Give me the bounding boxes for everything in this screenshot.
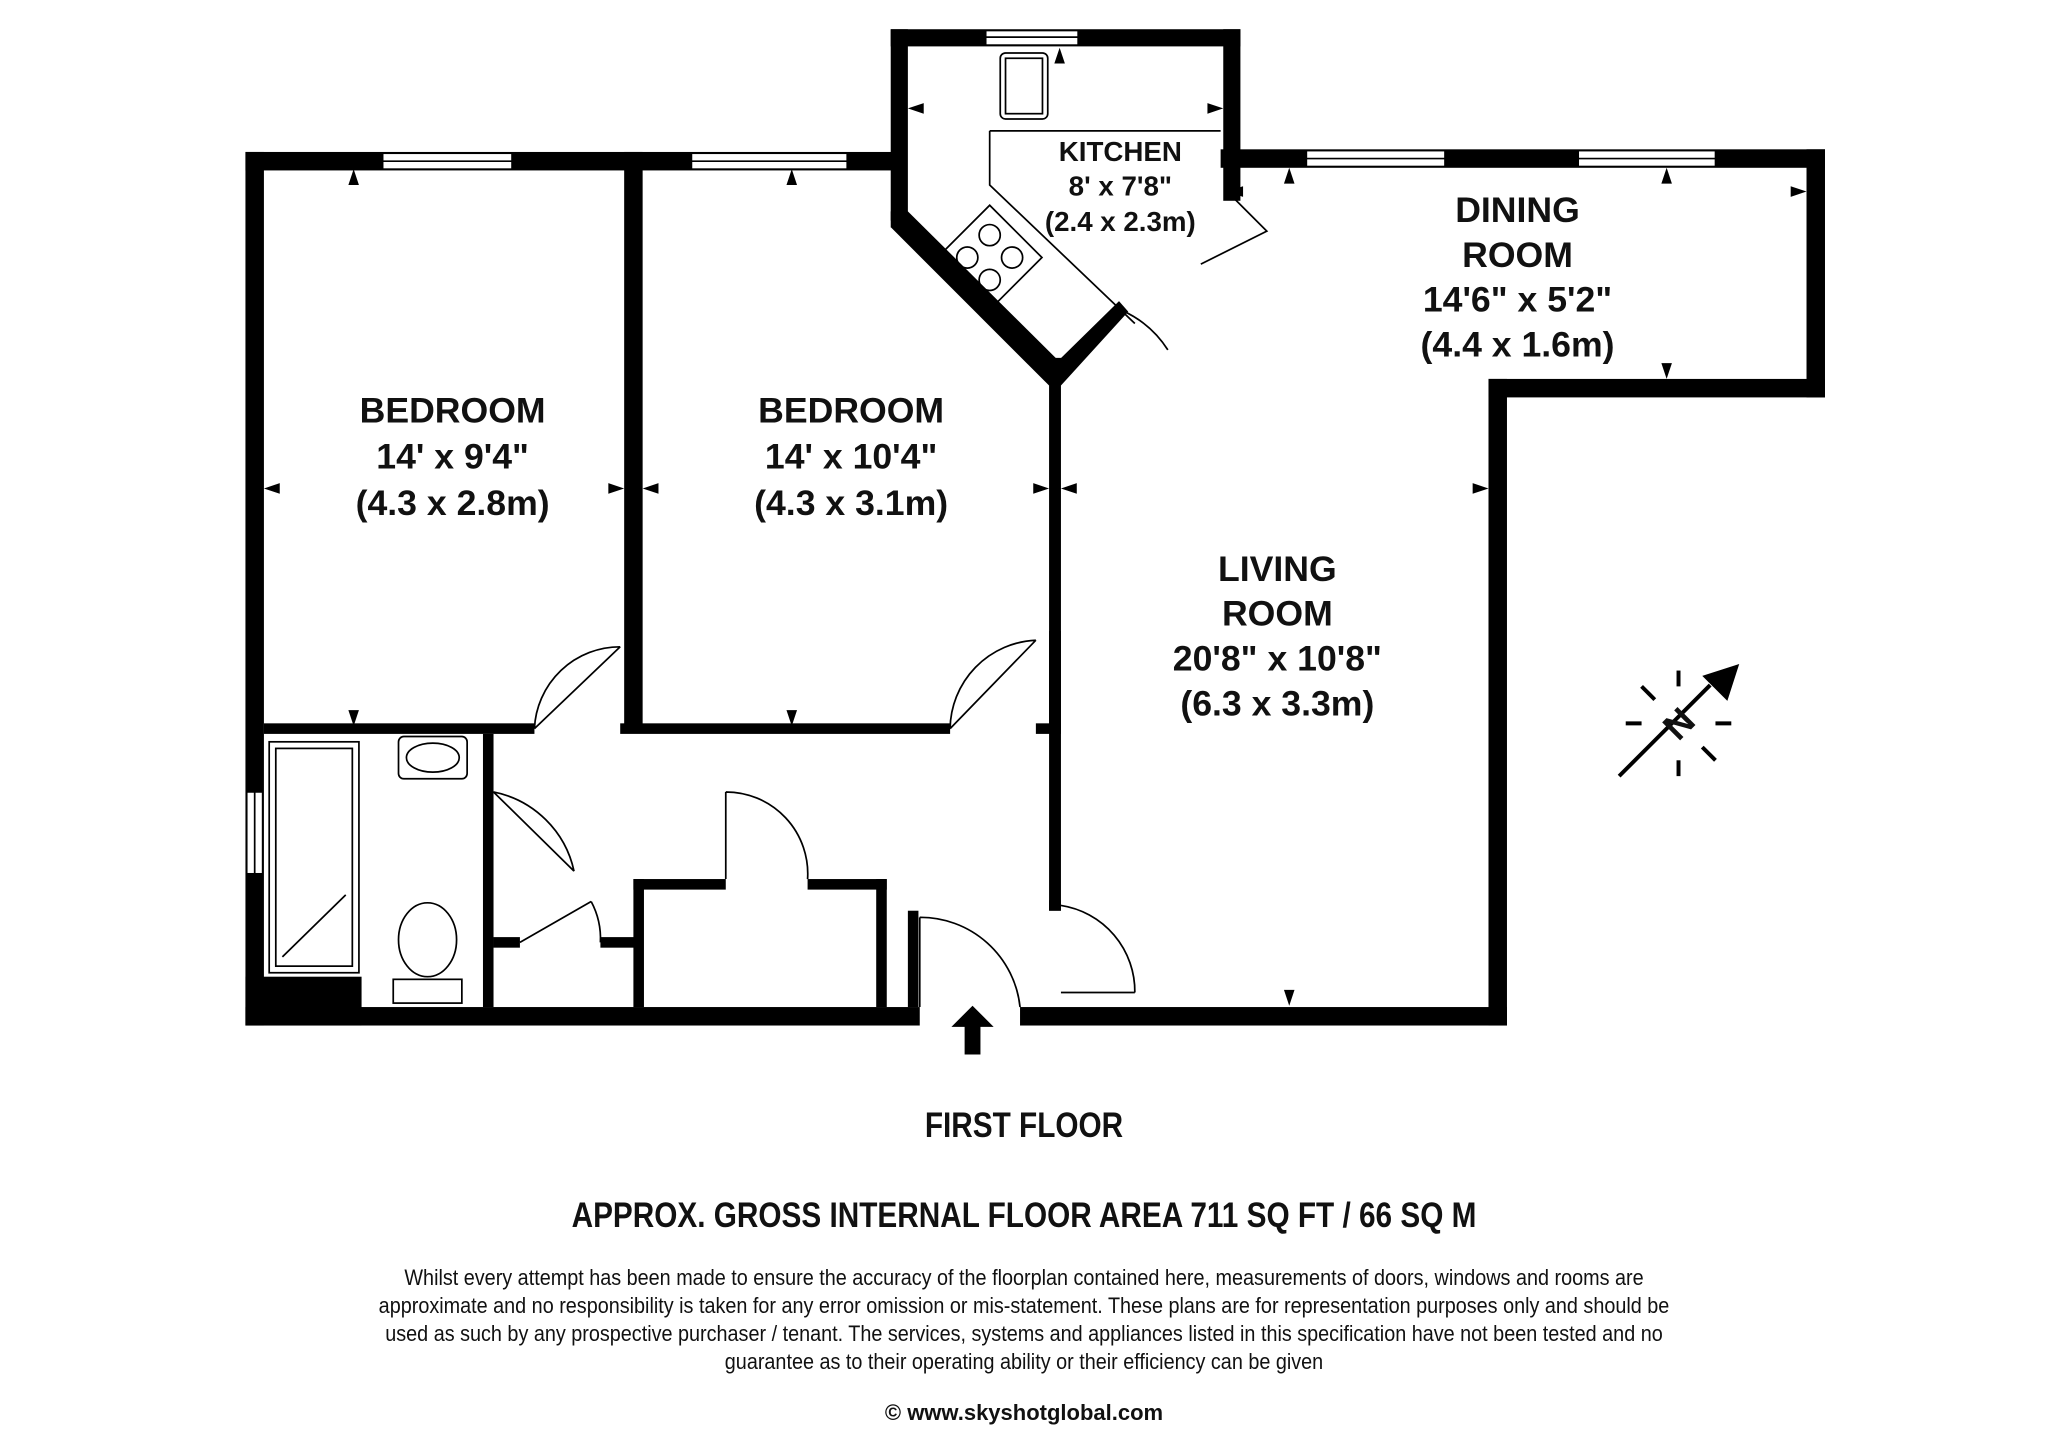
hob: [936, 204, 1044, 311]
compass-icon: N: [1617, 663, 1740, 778]
room-name: DINING: [1455, 190, 1580, 230]
svg-text:14' x 9'4": 14' x 9'4": [376, 437, 529, 477]
sink: [999, 52, 1049, 120]
svg-text:ROOM: ROOM: [1462, 235, 1573, 275]
walls: [245, 29, 1825, 1026]
dimension-markers: [263, 47, 1807, 1006]
svg-text:(2.4 x 2.3m): (2.4 x 2.3m): [1045, 206, 1196, 237]
disclaimer: Whilst every attempt has been made to en…: [378, 1265, 1670, 1374]
toilet: [397, 901, 458, 978]
svg-text:8' x 7'8": 8' x 7'8": [1069, 171, 1172, 202]
room-name: BEDROOM: [360, 390, 546, 430]
floor-title: FIRST FLOOR: [924, 1106, 1124, 1145]
svg-text:(4.4 x 1.6m): (4.4 x 1.6m): [1421, 324, 1615, 364]
copyright-link[interactable]: © www.skyshotglobal.com: [884, 1400, 1164, 1425]
room-labels: BEDROOM 14' x 9'4" (4.3 x 2.8m) BEDROOM …: [356, 136, 1615, 723]
svg-text:N: N: [1655, 700, 1703, 748]
fixtures: [268, 52, 1221, 1004]
doors: [492, 197, 1269, 1008]
floor-area: APPROX. GROSS INTERNAL FLOOR AREA 711 SQ…: [571, 1196, 1477, 1235]
bathtub: [268, 740, 360, 974]
svg-text:ROOM: ROOM: [1222, 594, 1333, 634]
windows: [245, 29, 1717, 875]
room-name: KITCHEN: [1059, 136, 1182, 167]
svg-text:(6.3 x 3.3m): (6.3 x 3.3m): [1180, 683, 1374, 723]
room-name: LIVING: [1218, 549, 1337, 589]
room-name: BEDROOM: [758, 390, 944, 430]
washbasin: [397, 735, 468, 780]
svg-text:14' x 10'4": 14' x 10'4": [765, 437, 937, 477]
svg-text:20'8" x 10'8": 20'8" x 10'8": [1173, 639, 1382, 679]
svg-text:14'6" x 5'2": 14'6" x 5'2": [1423, 280, 1612, 320]
svg-text:(4.3 x 2.8m): (4.3 x 2.8m): [356, 483, 550, 523]
entrance-arrow-icon: [951, 1005, 994, 1055]
svg-text:(4.3 x 3.1m): (4.3 x 3.1m): [754, 483, 948, 523]
